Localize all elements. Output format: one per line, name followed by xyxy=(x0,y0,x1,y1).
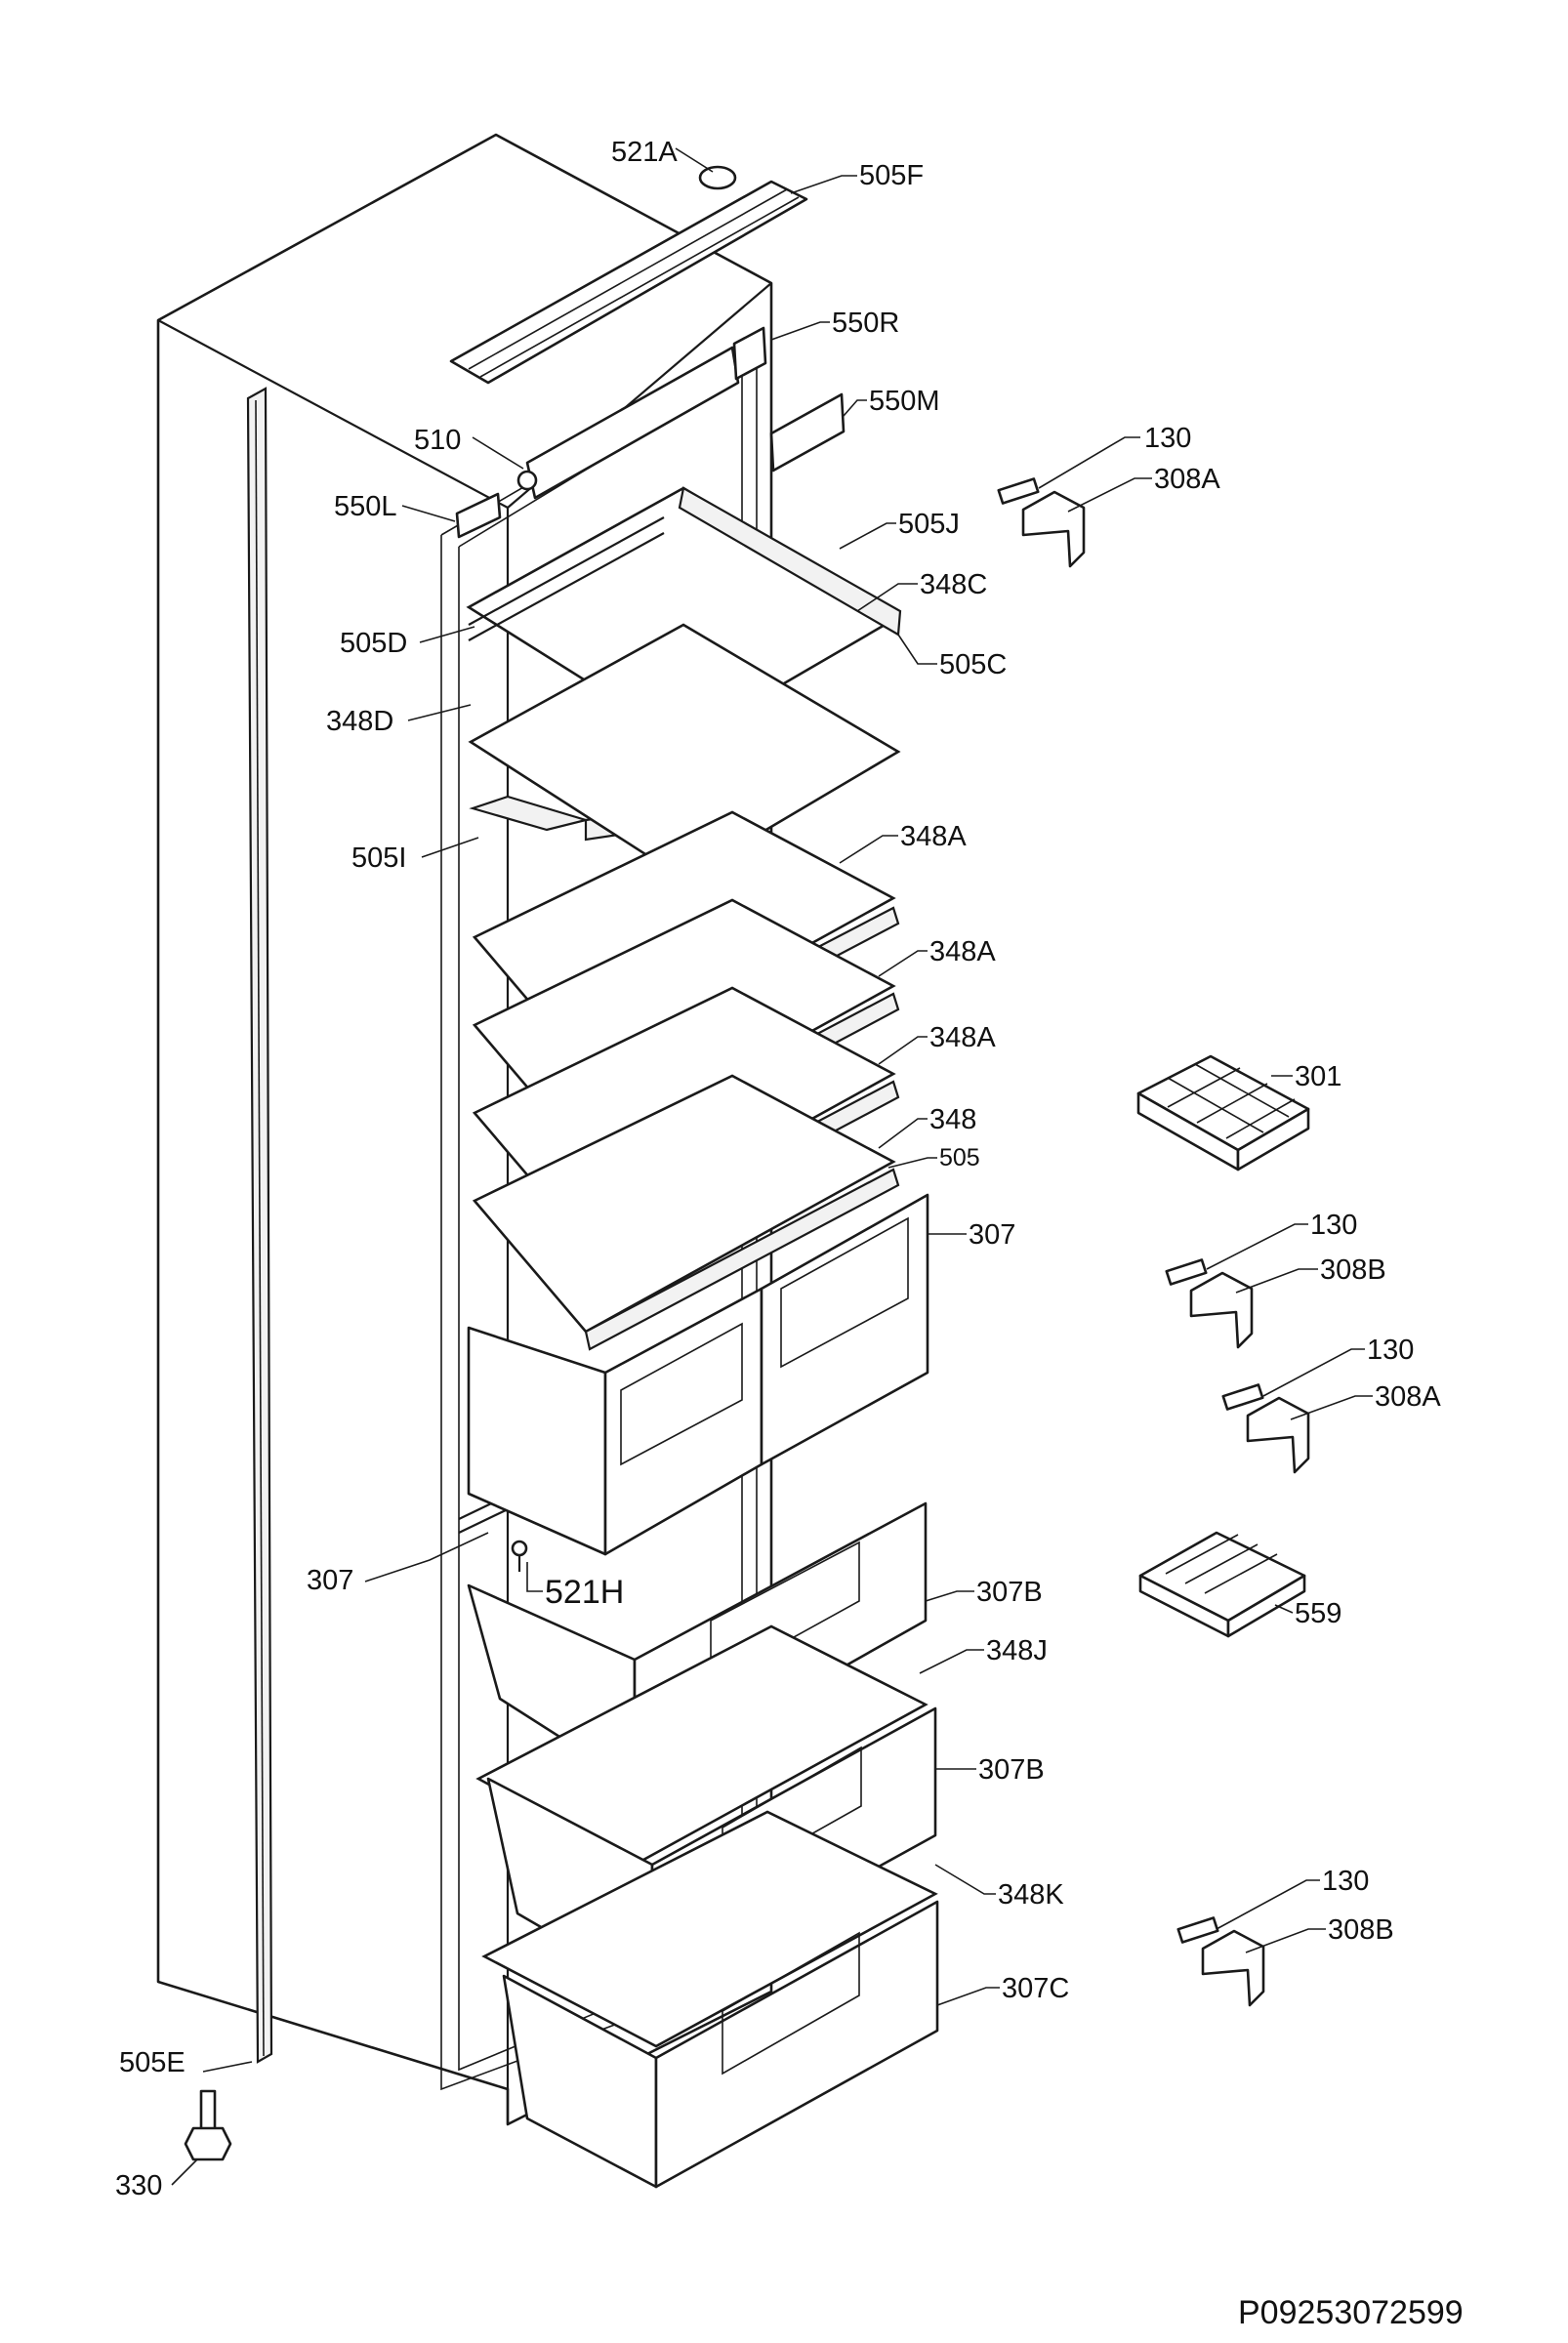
label-521H: 521H xyxy=(545,1574,624,1611)
label-505F: 505F xyxy=(859,160,924,191)
top-glass-shelf xyxy=(466,486,902,881)
label-308B-a: 308B xyxy=(1320,1254,1386,1286)
label-550R: 550R xyxy=(832,308,899,339)
label-348C: 348C xyxy=(920,569,987,600)
label-559: 559 xyxy=(1295,1598,1341,1629)
label-130-b: 130 xyxy=(1310,1210,1357,1241)
label-505E: 505E xyxy=(119,2047,186,2078)
label-521A: 521A xyxy=(611,137,678,168)
label-505: 505 xyxy=(939,1144,980,1172)
cold-accumulator xyxy=(1138,1531,1306,1638)
label-348K: 348K xyxy=(998,1879,1064,1911)
label-307-b: 307 xyxy=(307,1565,353,1596)
upper-door-bins xyxy=(467,1193,929,1556)
label-550M: 550M xyxy=(869,386,940,417)
label-505D: 505D xyxy=(340,628,407,659)
top-hinge-cover xyxy=(698,165,737,190)
label-307B-b: 307B xyxy=(978,1754,1045,1786)
label-348: 348 xyxy=(929,1104,976,1135)
label-348D: 348D xyxy=(326,706,393,737)
lamp-housing xyxy=(516,346,740,500)
glass-shelves xyxy=(472,810,900,1351)
top-rail xyxy=(449,180,808,385)
label-505I: 505I xyxy=(351,843,406,874)
label-505C: 505C xyxy=(939,649,1007,680)
leader-lines xyxy=(171,147,1373,2186)
door-gasket xyxy=(246,387,273,2064)
label-130-a: 130 xyxy=(1144,423,1191,454)
freezer-drawers xyxy=(467,1501,939,2189)
drawing-code: P09253072599 xyxy=(1238,2294,1464,2331)
screw xyxy=(511,1540,528,1572)
label-307-a: 307 xyxy=(969,1219,1015,1251)
label-130-d: 130 xyxy=(1322,1866,1369,1897)
label-308A-b: 308A xyxy=(1375,1381,1441,1413)
switch-covers xyxy=(455,326,846,539)
label-505J: 505J xyxy=(898,509,960,540)
label-550L: 550L xyxy=(334,491,397,522)
label-301: 301 xyxy=(1295,1061,1341,1092)
ice-cube-tray xyxy=(1136,1054,1310,1172)
label-307C: 307C xyxy=(1002,1973,1069,2004)
label-330: 330 xyxy=(115,2170,162,2201)
label-510: 510 xyxy=(414,425,461,456)
label-130-c: 130 xyxy=(1367,1335,1414,1366)
callout-labels: 521A 505F 550R 550M 510 550L 130 308A 50… xyxy=(115,137,1441,2201)
label-308B-b: 308B xyxy=(1328,1914,1394,1946)
label-307B-a: 307B xyxy=(976,1577,1043,1608)
label-348A-b: 348A xyxy=(929,936,996,967)
label-348A-a: 348A xyxy=(900,821,967,852)
label-348A-c: 348A xyxy=(929,1022,996,1053)
adjustable-foot xyxy=(184,2089,232,2161)
label-308A-a: 308A xyxy=(1154,464,1220,495)
label-348J: 348J xyxy=(986,1635,1048,1666)
hinge-brackets xyxy=(997,477,1310,2007)
